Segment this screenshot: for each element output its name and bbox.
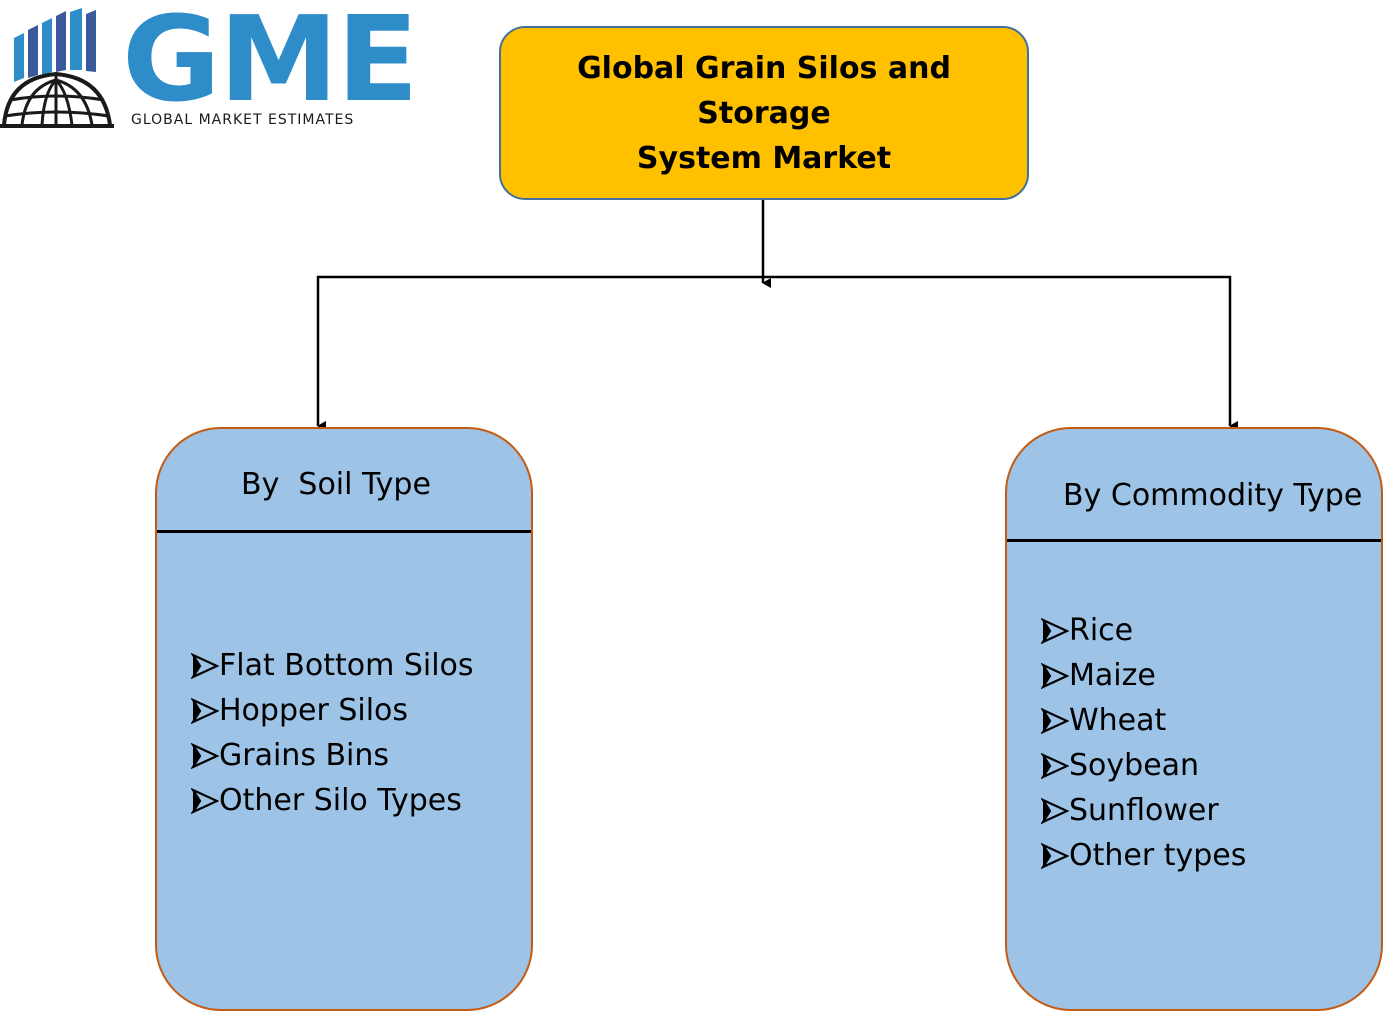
list-item: Grains Bins [191, 733, 474, 778]
globe-with-bars-icon [0, 8, 114, 128]
list-item: Wheat [1041, 698, 1246, 743]
gme-logo: GME GLOBAL MARKET ESTIMATES [0, 0, 420, 135]
arrowhead-bullet-icon [1041, 752, 1069, 779]
list-item: Hopper Silos [191, 688, 474, 733]
arrowhead-bullet-icon [191, 697, 219, 724]
list-item: Flat Bottom Silos [191, 643, 474, 688]
header-divider [1007, 539, 1381, 542]
category-item-list: Rice Maize Wheat Soybean Sunflower Other… [1041, 608, 1246, 878]
list-item: Other types [1041, 833, 1246, 878]
list-item: Rice [1041, 608, 1246, 653]
list-item: Other Silo Types [191, 778, 474, 823]
arrowhead-bullet-icon [1041, 797, 1069, 824]
logo-tagline: GLOBAL MARKET ESTIMATES [131, 112, 355, 128]
category-box-soil-type: By Soil Type Flat Bottom Silos Hopper Si… [155, 427, 533, 1011]
category-item-list: Flat Bottom Silos Hopper Silos Grains Bi… [191, 643, 474, 823]
logo-letters: GME [122, 0, 419, 128]
root-title-line1: Global Grain Silos and Storage [577, 50, 951, 131]
list-item: Soybean [1041, 743, 1246, 788]
root-title-line2: System Market [636, 140, 892, 176]
arrowhead-bullet-icon [191, 787, 219, 814]
list-item: Maize [1041, 653, 1246, 698]
category-header: By Soil Type [241, 467, 431, 502]
arrowhead-bullet-icon [1041, 617, 1069, 644]
category-header: By Commodity Type [1063, 478, 1363, 513]
root-node: Global Grain Silos and Storage System Ma… [499, 26, 1029, 200]
category-box-commodity-type: By Commodity Type Rice Maize Wheat Soybe… [1005, 427, 1383, 1011]
arrowhead-bullet-icon [191, 742, 219, 769]
list-item: Sunflower [1041, 788, 1246, 833]
arrowhead-bullet-icon [191, 652, 219, 679]
arrowhead-bullet-icon [1041, 662, 1069, 689]
header-divider [157, 530, 531, 533]
arrowhead-bullet-icon [1041, 842, 1069, 869]
root-title: Global Grain Silos and Storage System Ma… [524, 46, 1004, 181]
arrowhead-bullet-icon [1041, 707, 1069, 734]
